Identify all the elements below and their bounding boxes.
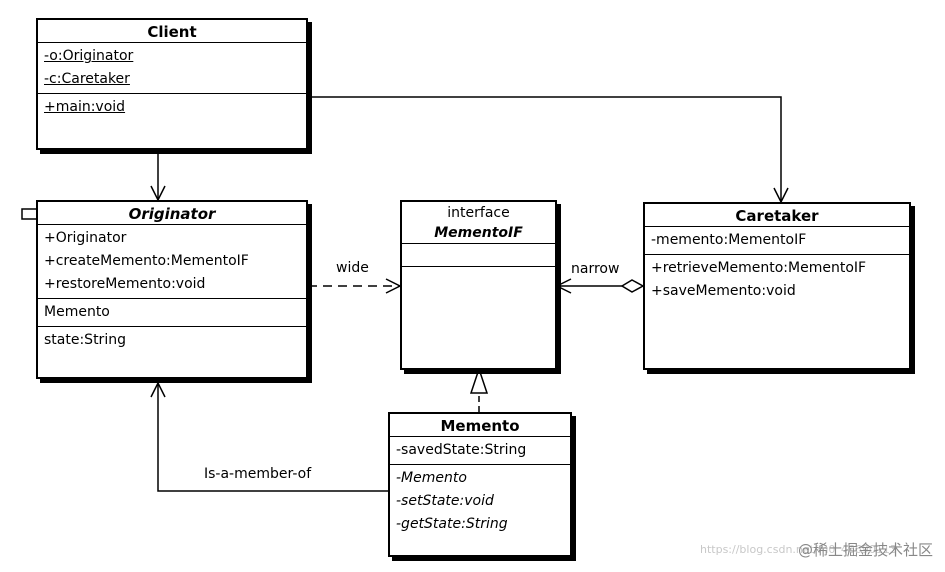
narrow-label: narrow xyxy=(571,260,620,278)
brand-watermark: @稀土掘金技术社区 xyxy=(797,541,933,559)
mementoif-title: MementoIF xyxy=(402,223,555,244)
aggregation-diamond xyxy=(620,279,645,293)
client-op-main: +main:void xyxy=(44,99,126,115)
originator-op-constructor: +Originator xyxy=(44,230,127,246)
originator-title: Originator xyxy=(38,202,306,225)
memento-class: Memento -savedState:String -Memento -set… xyxy=(388,412,572,557)
originator-op-restore-memento: +restoreMemento:void xyxy=(44,276,206,292)
memento-op-get-state: -getState:String xyxy=(396,516,508,532)
member-of-line xyxy=(157,383,388,492)
member-of-label: Is-a-member-of xyxy=(204,465,312,483)
mementoif-stereotype: interface xyxy=(447,205,510,221)
originator-inner-class: Memento xyxy=(38,299,306,327)
caretaker-operations: +retrieveMemento:MementoIF +saveMemento:… xyxy=(645,255,909,305)
mementoif-empty-attributes xyxy=(402,244,555,267)
client-title: Client xyxy=(38,20,306,43)
mementoif-interface: interface MementoIF xyxy=(400,200,557,370)
originator-attributes: state:String xyxy=(38,327,306,354)
client-to-caretaker-line xyxy=(308,96,782,202)
originator-operations: +Originator +createMemento:MementoIF +re… xyxy=(38,225,306,299)
originator-op-create-memento: +createMemento:MementoIF xyxy=(44,253,249,269)
originator-class: Originator +Originator +createMemento:Me… xyxy=(36,200,308,379)
client-attributes: -o:Originator -c:Caretaker xyxy=(38,43,306,94)
client-attr-caretaker: -c:Caretaker xyxy=(44,71,130,87)
client-attr-originator: -o:Originator xyxy=(44,48,134,64)
memento-attr-saved-state: -savedState:String xyxy=(396,442,527,458)
memento-op-constructor: -Memento xyxy=(396,470,467,486)
caretaker-op-save: +saveMemento:void xyxy=(651,283,796,299)
wide-label: wide xyxy=(336,259,369,277)
memento-title: Memento xyxy=(390,414,570,437)
member-of-arrowhead xyxy=(150,381,166,398)
caretaker-class: Caretaker -memento:MementoIF +retrieveMe… xyxy=(643,202,911,370)
caretaker-title: Caretaker xyxy=(645,204,909,227)
caretaker-attributes: -memento:MementoIF xyxy=(645,227,909,255)
narrow-aggregation-arrowhead xyxy=(555,278,572,294)
originator-attr-state: state:String xyxy=(44,332,126,348)
source-url-watermark: https://blog.csdn.net/m0_46690113 xyxy=(700,543,897,556)
memento-operations: -Memento -setState:void -getState:String xyxy=(390,465,570,538)
originator-inner-memento: Memento xyxy=(44,304,110,320)
caretaker-attr-memento: -memento:MementoIF xyxy=(651,232,807,248)
realization-triangle xyxy=(469,366,489,394)
client-class: Client -o:Originator -c:Caretaker +main:… xyxy=(36,18,308,150)
client-operations: +main:void xyxy=(38,94,306,121)
memento-op-set-state: -setState:void xyxy=(396,493,494,509)
caretaker-op-retrieve: +retrieveMemento:MementoIF xyxy=(651,260,867,276)
memento-attributes: -savedState:String xyxy=(390,437,570,465)
